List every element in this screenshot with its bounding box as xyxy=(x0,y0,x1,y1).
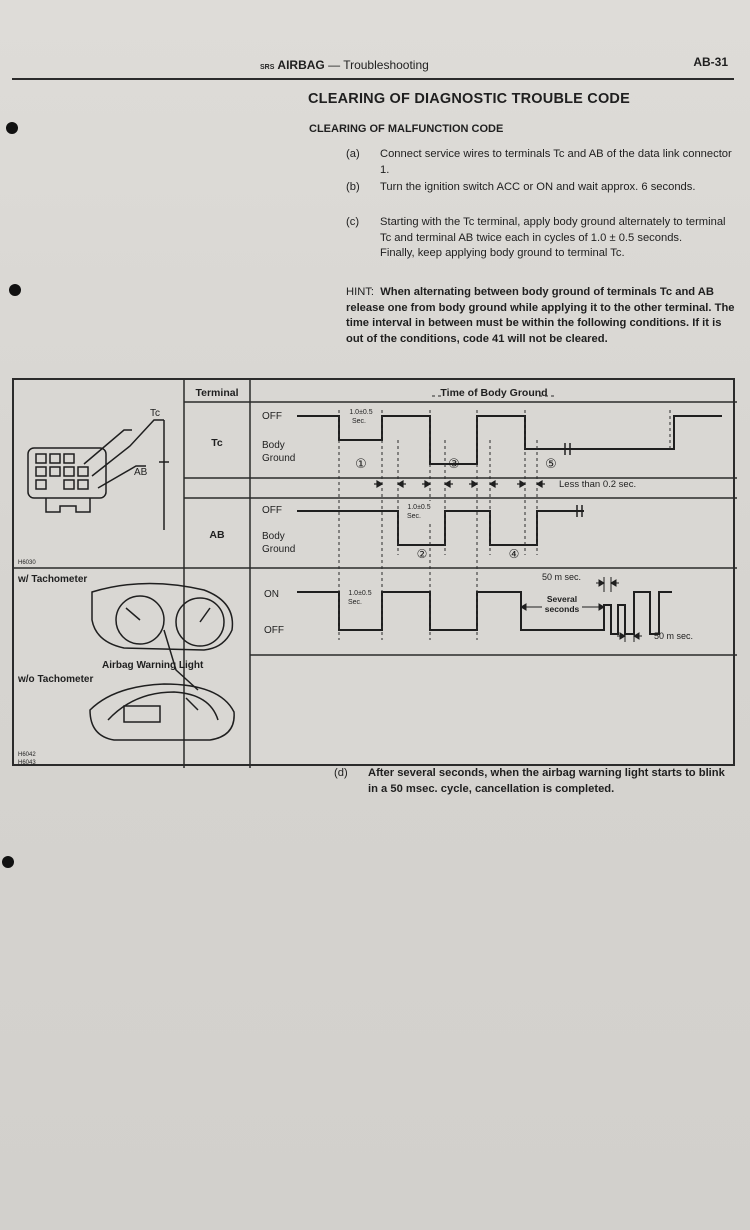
step-d: (d) After several seconds, when the airb… xyxy=(334,766,734,797)
section-subtitle: CLEARING OF MALFUNCTION CODE xyxy=(309,123,504,135)
tc-off-label: OFF xyxy=(262,411,282,422)
step-label: (b) xyxy=(346,181,360,193)
light-on-label: ON xyxy=(264,589,279,600)
pulse-label-box xyxy=(401,501,437,521)
tc-body-label: Body xyxy=(262,440,285,451)
without-tachometer-label: w/o Tachometer xyxy=(17,674,93,685)
pulse-label-box xyxy=(343,406,379,426)
subsection-name: — Troubleshooting xyxy=(324,58,429,72)
figure-reference: H6043 xyxy=(18,760,36,766)
ab-ground-label: Ground xyxy=(262,544,295,555)
binder-hole xyxy=(9,284,21,296)
pulse-label-box xyxy=(342,587,378,607)
pulse-time-label: 1.0±0.5 xyxy=(349,409,372,416)
connector-ab-label: AB xyxy=(134,467,148,478)
ms50-bottom-label: 50 m sec. xyxy=(654,631,693,641)
terminal-tc-label: Tc xyxy=(211,437,223,449)
figure-reference: H6030 xyxy=(18,560,36,566)
step-label: (a) xyxy=(346,148,360,160)
less-than-label: Less than 0.2 sec. xyxy=(559,479,636,490)
light-off-label: OFF xyxy=(264,625,284,636)
connector-tc-label: Tc xyxy=(150,408,160,419)
binder-hole xyxy=(2,856,14,868)
page-number: AB-31 xyxy=(693,55,728,69)
step-marker-3: ③ xyxy=(448,456,460,471)
figure-reference: H6042 xyxy=(18,752,36,758)
instrument-cluster-without-tachometer xyxy=(89,683,235,741)
timing-diagram-svg: Terminal Time of Body Ground Tc AB OFF B… xyxy=(14,380,737,768)
column-header-terminal: Terminal xyxy=(196,387,239,399)
warning-light-waveform xyxy=(297,591,672,635)
timing-guides xyxy=(338,395,671,640)
tc-ground-label: Ground xyxy=(262,453,295,464)
less-than-arrows xyxy=(374,479,545,489)
step-text: Connect service wires to terminals Tc an… xyxy=(380,148,732,176)
ms50-top-label: 50 m sec. xyxy=(542,572,581,582)
hint-label: HINT: xyxy=(346,286,374,298)
instrument-cluster-with-tachometer xyxy=(91,582,234,691)
hint-text: When alternating between body ground of … xyxy=(346,286,735,345)
step-text-final: Finally, keep applying body ground to te… xyxy=(380,247,625,260)
step-label: (c) xyxy=(346,216,360,228)
with-tachometer-label: w/ Tachometer xyxy=(17,574,87,585)
terminal-ab-label: AB xyxy=(209,529,225,541)
ms50-bottom-arrows xyxy=(617,628,642,642)
step-text: Turn the ignition switch ACC or ON and w… xyxy=(380,181,696,193)
step-c: (c) Starting with the Tc terminal, apply… xyxy=(346,215,736,262)
column-header-time: Time of Body Ground xyxy=(440,387,547,399)
binder-hole xyxy=(6,122,18,134)
section-name: AIRBAG xyxy=(277,58,325,72)
hint-paragraph: HINT: When alternating between body grou… xyxy=(346,285,736,347)
step-text-main: Starting with the Tc terminal, apply bod… xyxy=(380,216,726,244)
pulse-time-label: 1.0±0.5 xyxy=(348,590,371,597)
pulse-time-label: 1.0±0.5 xyxy=(407,504,430,511)
step-a: (a) Connect service wires to terminals T… xyxy=(346,147,736,178)
section-prefix: SRS xyxy=(260,64,275,71)
ab-waveform xyxy=(297,510,584,546)
page-title: CLEARING OF DIAGNOSTIC TROUBLE CODE xyxy=(308,91,630,107)
pulse-unit-label: Sec. xyxy=(407,513,421,520)
step-text: After several seconds, when the airbag w… xyxy=(368,767,725,795)
grid-lines xyxy=(14,380,737,768)
step-marker-2: ② xyxy=(417,547,428,561)
step-text: Starting with the Tc terminal, apply bod… xyxy=(380,215,736,262)
step-marker-5: ⑤ xyxy=(545,456,557,471)
step-b: (b) Turn the ignition switch ACC or ON a… xyxy=(346,180,736,196)
ab-body-label: Body xyxy=(262,531,285,542)
several-seconds-arrows xyxy=(520,603,605,611)
several-label: Several xyxy=(547,594,577,604)
data-link-connector-illustration xyxy=(27,419,169,530)
ms50-top-arrows xyxy=(596,577,619,592)
airbag-warning-light-label: Airbag Warning Light xyxy=(102,660,204,671)
step-label: (d) xyxy=(334,767,348,779)
step-marker-1: ① xyxy=(355,456,367,471)
seconds-label: seconds xyxy=(545,604,580,614)
pulse-unit-label: Sec. xyxy=(352,418,366,425)
timing-diagram: Terminal Time of Body Ground Tc AB OFF B… xyxy=(12,378,737,768)
ab-off-label: OFF xyxy=(262,505,282,516)
step-marker-4: ④ xyxy=(509,547,520,561)
pulse-unit-label: Sec. xyxy=(348,599,362,606)
